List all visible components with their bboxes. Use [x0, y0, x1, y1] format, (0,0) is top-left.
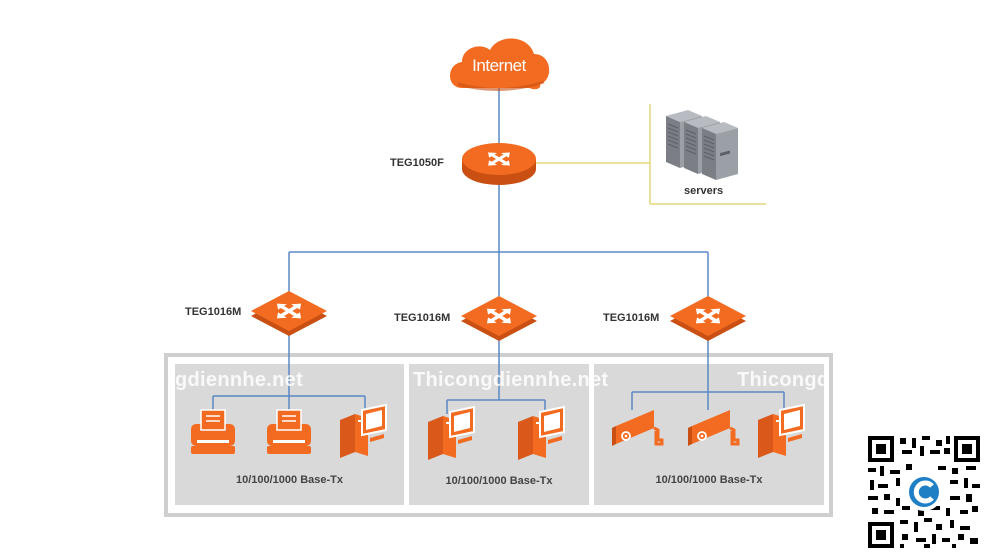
internet-label: Internet [472, 56, 526, 75]
watermark: Thicongdiennhe.net [413, 369, 609, 391]
internet-cloud [450, 38, 550, 91]
servers-label: servers [684, 185, 724, 197]
access-switch-2 [461, 296, 537, 341]
access-switch-2-label: TEG1016M [394, 312, 451, 324]
panel-3-label: 10/100/1000 Base-Tx [655, 474, 763, 486]
server-rack-icon [665, 109, 739, 181]
panel-1-label: 10/100/1000 Base-Tx [235, 474, 344, 486]
core-switch [462, 143, 536, 185]
access-switch-3-label: TEG1016M [603, 312, 660, 324]
access-switch-1 [251, 291, 327, 336]
uplinks [212, 88, 785, 414]
access-switch-3 [670, 296, 746, 341]
access-switch-1-label: TEG1016M [185, 306, 242, 318]
panel-2-label: 10/100/1000 Base-Tx [445, 475, 553, 487]
qr-code-icon [866, 434, 982, 550]
server-link [535, 104, 766, 205]
watermark: gdiennhe.net [175, 369, 304, 391]
watermark: Thicongd [737, 369, 830, 391]
core-switch-label: TEG1050F [390, 157, 444, 169]
